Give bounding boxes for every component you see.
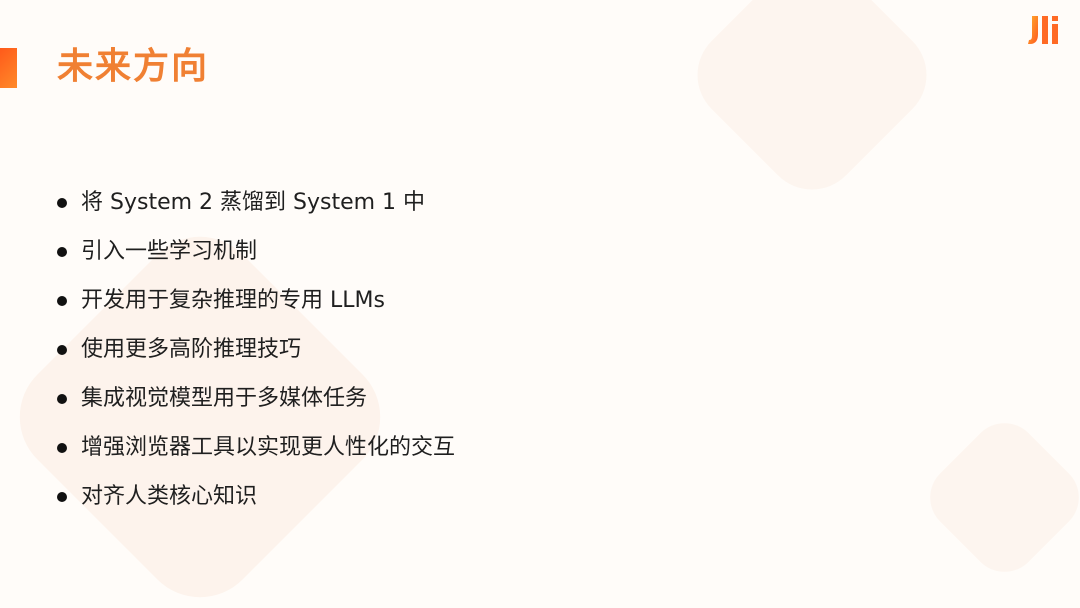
bullet-item: 集成视觉模型用于多媒体任务 xyxy=(56,376,455,425)
bullet-text: 开发用于复杂推理的专用 LLMs xyxy=(81,288,385,313)
bullet-dot-icon xyxy=(57,443,67,453)
bullet-dot-icon xyxy=(57,247,67,257)
bullet-dot-icon xyxy=(57,394,67,404)
bullet-item: 将 System 2 蒸馏到 System 1 中 xyxy=(56,180,455,229)
bullet-text: 集成视觉模型用于多媒体任务 xyxy=(81,386,368,411)
bullet-text: 增强浏览器工具以实现更人性化的交互 xyxy=(81,435,456,460)
bullet-dot-icon xyxy=(57,345,67,355)
slide-title: 未来方向 xyxy=(57,46,210,87)
bullet-text: 将 System 2 蒸馏到 System 1 中 xyxy=(81,190,426,215)
decorative-diamond-top-right xyxy=(677,0,947,210)
bullet-item: 引入一些学习机制 xyxy=(56,229,455,278)
title-accent-bar xyxy=(0,48,17,88)
alibaba-ali-logo-icon xyxy=(1024,12,1068,48)
bullet-text: 引入一些学习机制 xyxy=(81,239,258,264)
bullet-dot-icon xyxy=(57,492,67,502)
bullet-text: 使用更多高阶推理技巧 xyxy=(81,337,302,362)
bullet-item: 对齐人类核心知识 xyxy=(56,474,455,523)
bullet-item: 开发用于复杂推理的专用 LLMs xyxy=(56,278,455,327)
decorative-diamond-bottom-right xyxy=(916,409,1080,586)
bullet-list: 将 System 2 蒸馏到 System 1 中 引入一些学习机制 开发用于复… xyxy=(56,180,455,523)
bullet-item: 增强浏览器工具以实现更人性化的交互 xyxy=(56,425,455,474)
bullet-item: 使用更多高阶推理技巧 xyxy=(56,327,455,376)
bullet-text: 对齐人类核心知识 xyxy=(81,484,258,509)
bullet-dot-icon xyxy=(57,296,67,306)
bullet-dot-icon xyxy=(57,198,67,208)
